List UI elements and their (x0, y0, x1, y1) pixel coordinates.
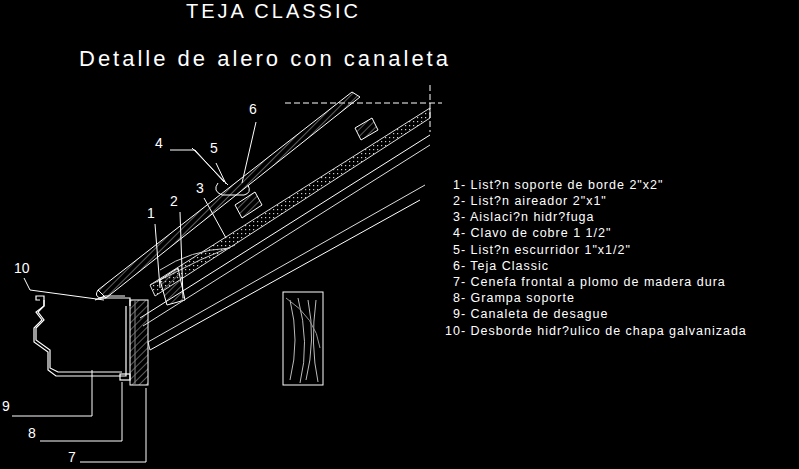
fascia-board-part (135, 300, 136, 385)
legend-item: 3- Aislaci?n hidr?fuga (453, 211, 595, 224)
roof-layers-part (150, 200, 420, 350)
legend-item: 8- Grampa soporte (453, 292, 575, 305)
gutter-part (34, 296, 126, 376)
leader-lines-part (180, 212, 183, 298)
roof-layers-part (216, 183, 250, 195)
callout-number: 2 (170, 194, 178, 208)
rafter-section-part (283, 292, 323, 385)
drawing-title: TEJA CLASSIC (186, 1, 361, 21)
roof-layers-part (148, 185, 425, 342)
gutter-part (100, 298, 130, 306)
drawing-subtitle: Detalle de alero con canaleta (79, 48, 451, 70)
legend-item: 9- Canaleta de desague (453, 308, 608, 321)
fascia-board (130, 300, 148, 385)
roof-layers-part (355, 118, 378, 140)
leader-lines-part (155, 224, 160, 288)
gutter (34, 296, 130, 380)
callout-number: 6 (249, 102, 257, 116)
rafter-section-part (290, 298, 318, 383)
leader-lines-part (80, 388, 146, 462)
roof-layers-part (235, 192, 262, 218)
callout-number: 4 (155, 136, 163, 150)
gutter-part (36, 300, 122, 372)
legend-item: 4- Clavo de cobre 1 1/2" (453, 227, 611, 240)
reference-lines-part (285, 103, 442, 104)
roof-layers-part (160, 248, 230, 270)
legend-item: 2- List?n aireador 2"x1" (453, 195, 607, 208)
leader-lines-part (40, 382, 122, 441)
roof-layers-part (150, 108, 430, 296)
callout-number: 7 (68, 450, 76, 464)
leader-lines-part (12, 370, 92, 416)
legend-item: 1- List?n soporte de borde 2"x2" (453, 179, 663, 192)
gutter-part (120, 374, 130, 380)
callout-number: 10 (14, 261, 30, 275)
legend-item: 5- List?n escurridor 1"x1/2" (453, 244, 631, 257)
fascia-board-part (130, 300, 148, 385)
leader-lines-part (204, 198, 226, 238)
rafter-section-part (286, 298, 320, 348)
callout-number: 5 (210, 141, 218, 155)
legend-item: 6- Teja Classic (453, 260, 549, 273)
legend-item: 7- Cenefa frontal a plomo de madera dura (453, 276, 726, 289)
legend-item: 10- Desborde hidr?ulico de chapa galvani… (445, 325, 747, 338)
callout-number: 3 (196, 181, 204, 195)
leader-lines (12, 122, 256, 462)
roof-layers-part (160, 268, 185, 305)
callout-number: 9 (2, 399, 10, 413)
rafter-section (283, 292, 323, 385)
leader-lines-part (242, 122, 256, 183)
leader-lines-part (24, 278, 104, 300)
roof-layers-part (98, 92, 360, 298)
callout-number: 8 (28, 426, 36, 440)
leader-lines-part (216, 163, 226, 184)
roof-layers-part (140, 135, 430, 318)
callout-number: 1 (147, 206, 155, 220)
